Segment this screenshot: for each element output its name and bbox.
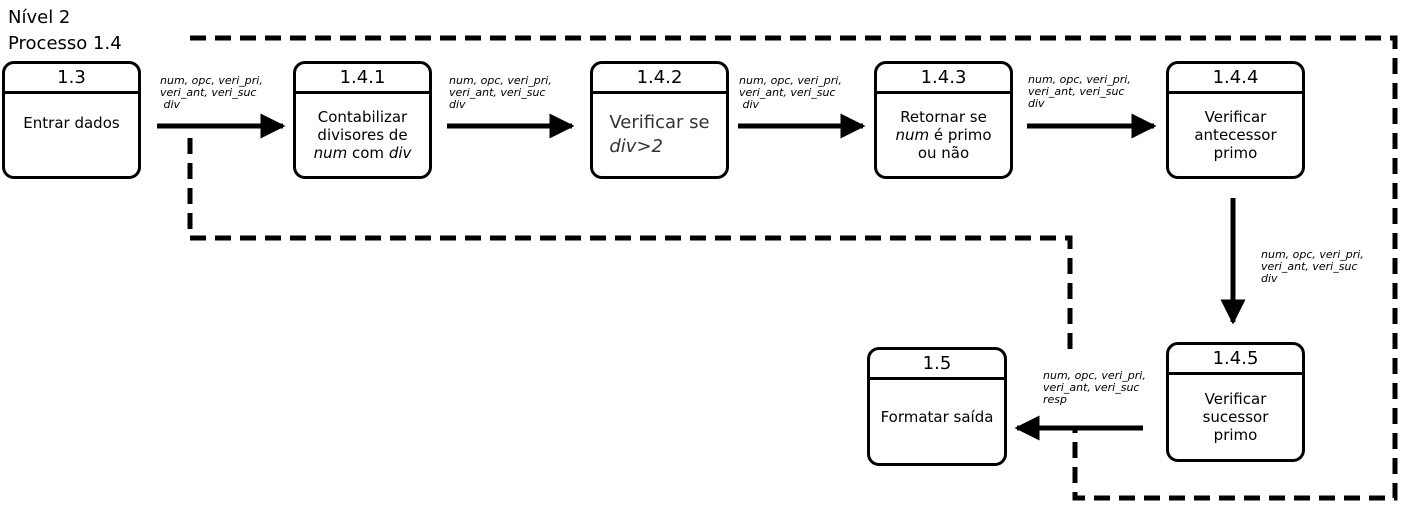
process-boundary-dashed [187, 35, 1398, 501]
flow-label-1: num, opc, veri_pri,veri_ant, veri_suc di… [160, 74, 263, 111]
process-id: 1.4.4 [1169, 64, 1302, 94]
process-id: 1.4.1 [296, 64, 429, 94]
process-box-1-3[interactable]: 1.3 Entrar dados [2, 61, 141, 179]
process-id: 1.3 [5, 64, 138, 94]
process-label: Formatar saída [880, 408, 994, 426]
process-id: 1.4.3 [877, 64, 1010, 94]
diagram-level-title: Nível 2 [8, 7, 71, 28]
process-label: Entrar dados [23, 114, 120, 132]
process-box-1-5[interactable]: 1.5 Formatar saída [867, 347, 1007, 466]
process-id: 1.4.2 [593, 64, 726, 94]
process-id: 1.5 [870, 350, 1004, 380]
flow-label-3: num, opc, veri_pri,veri_ant, veri_suc di… [739, 74, 842, 111]
diagram-process-title: Processo 1.4 [8, 33, 122, 54]
process-id: 1.4.5 [1169, 345, 1302, 375]
